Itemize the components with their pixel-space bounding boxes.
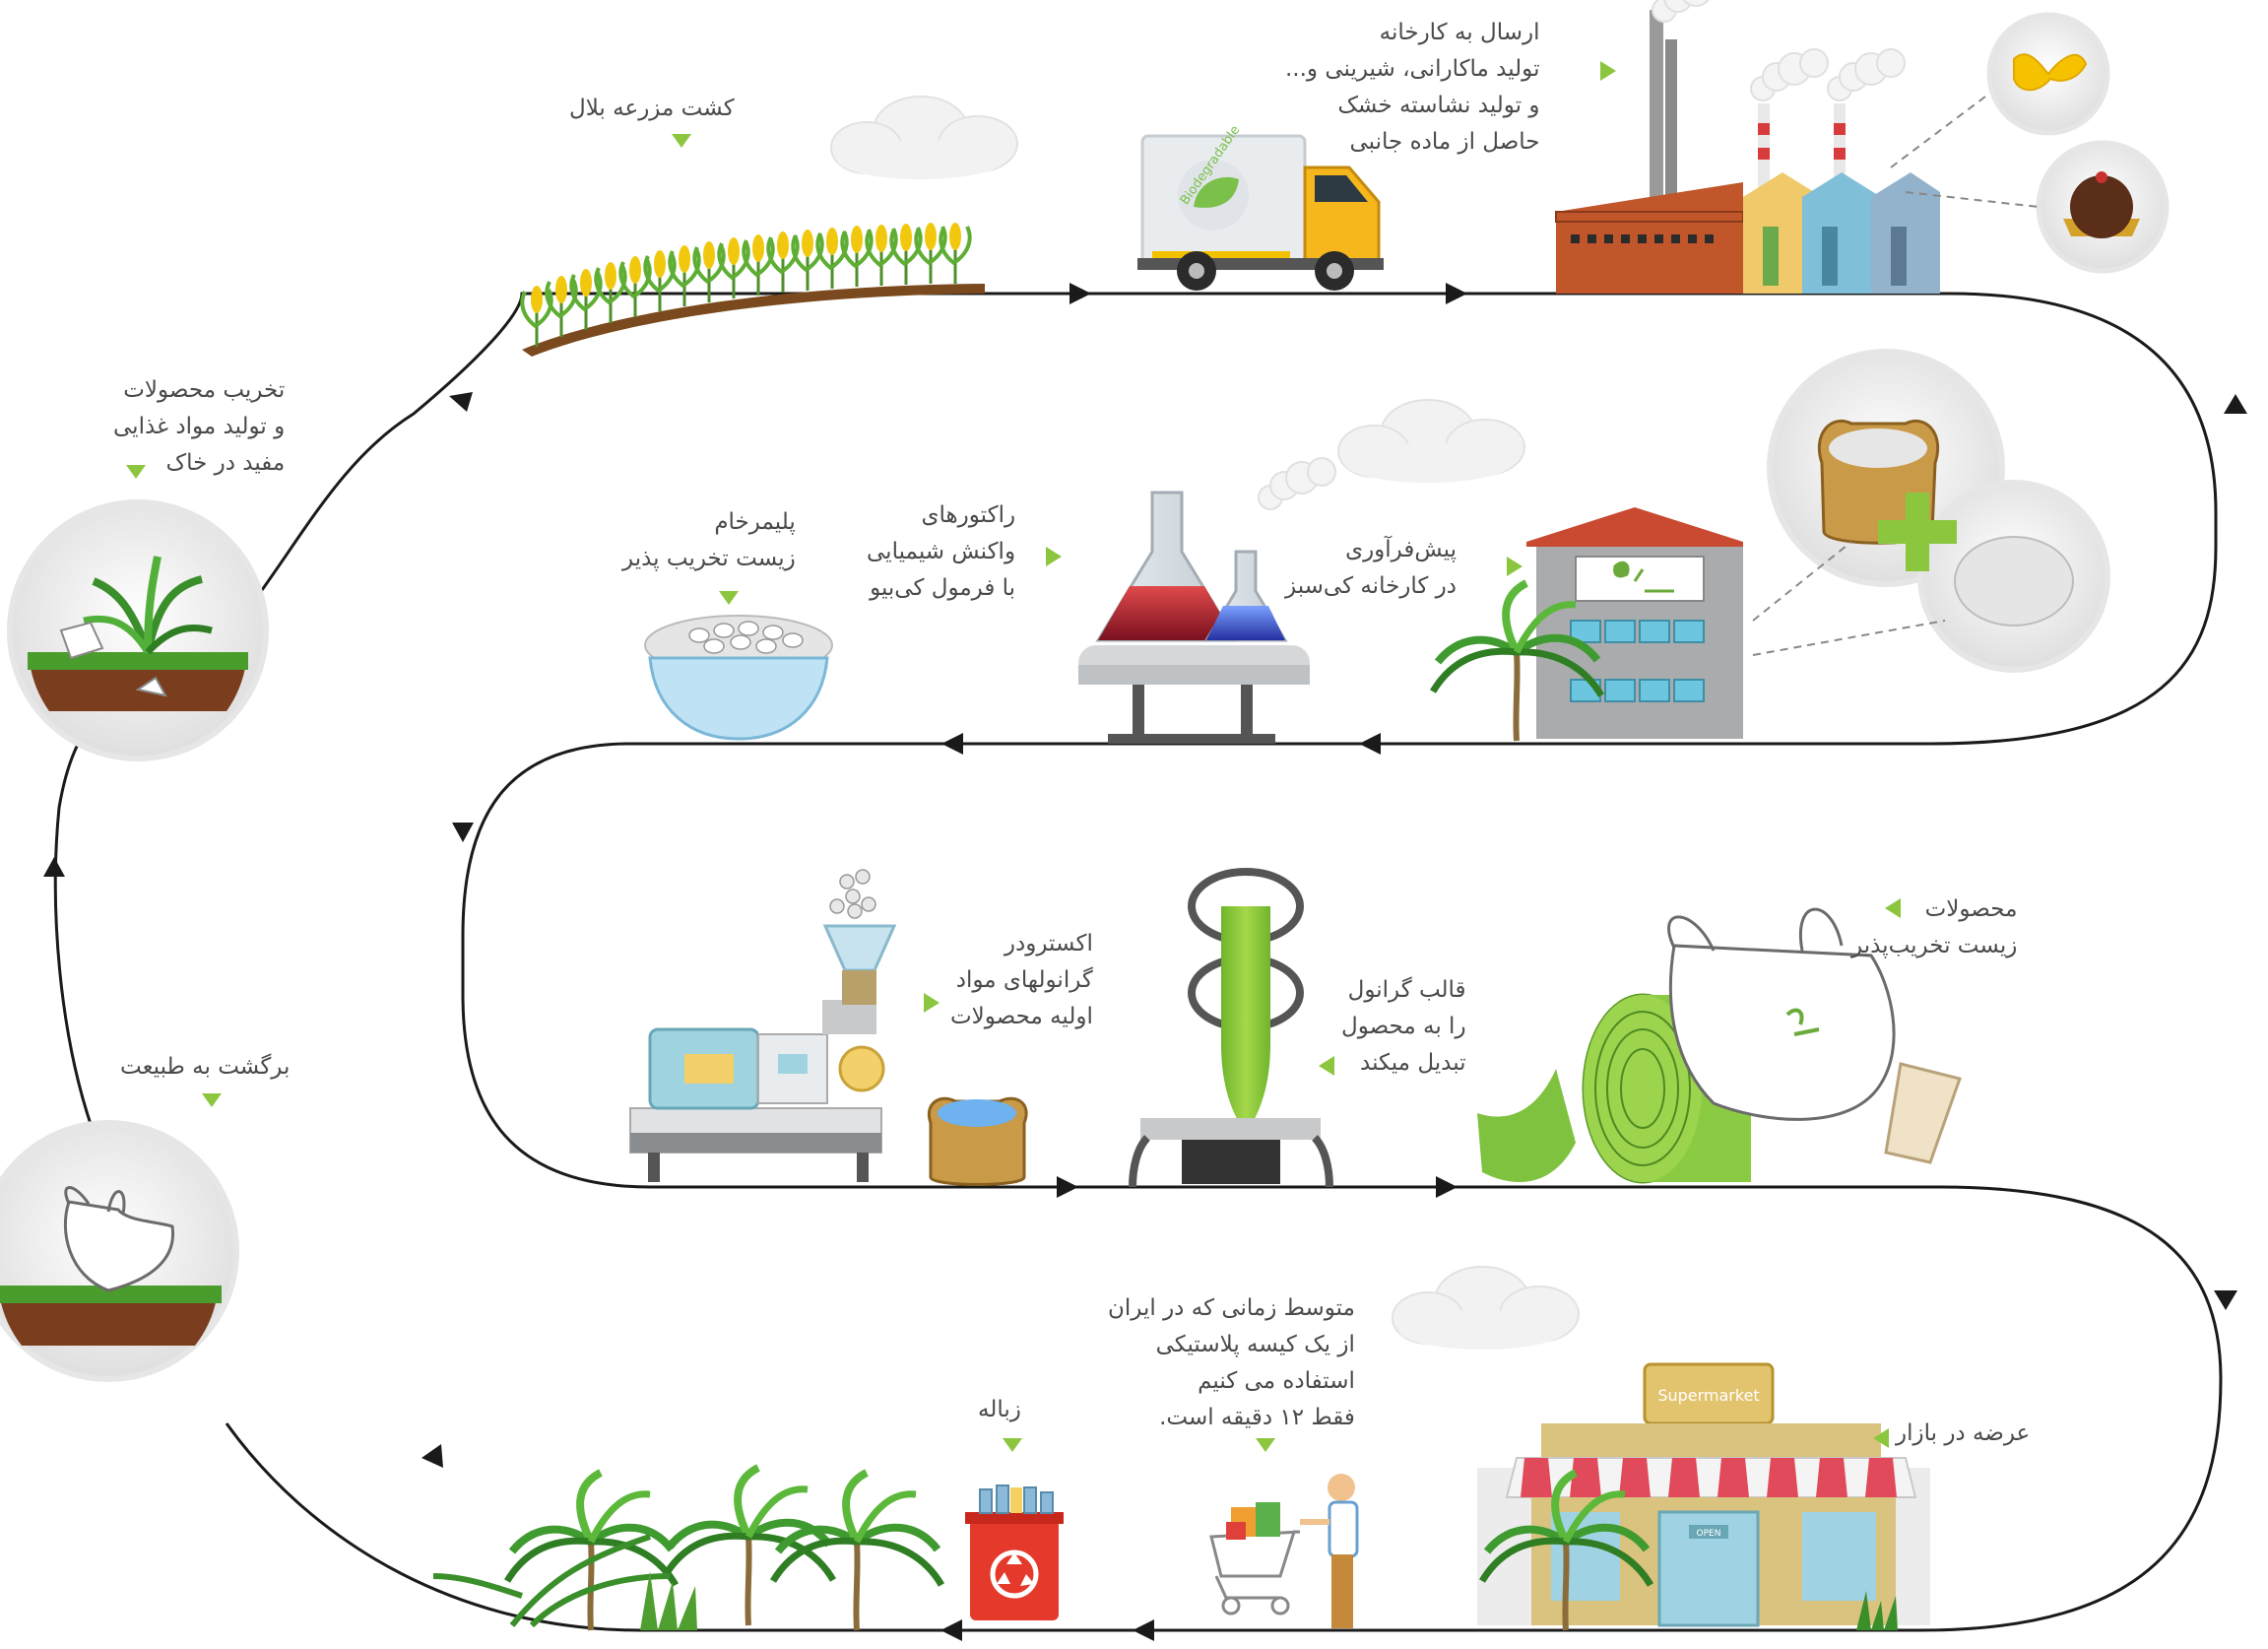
corn-field-icon xyxy=(520,221,985,357)
plants-icon xyxy=(432,1468,941,1630)
step-market-label: عرضه در بازار xyxy=(1896,1420,2031,1446)
connector-dashes xyxy=(1752,541,1946,656)
open-sign: OPEN xyxy=(1697,1529,1721,1539)
step-extruder-label: اکسترودر گرانولهای مواد اولیه محصولات xyxy=(950,931,1093,1029)
cookie-circle xyxy=(2036,140,2170,274)
step-mold-label: قالب گرانول را به محصول تبدیل میکند xyxy=(1341,977,1466,1076)
cookie-icon xyxy=(2063,171,2140,238)
cloud-icon xyxy=(1258,457,1336,510)
soil-circle-top xyxy=(7,499,269,761)
path-arrows xyxy=(43,283,2247,1641)
cloud-icon xyxy=(1337,399,1525,484)
cup-icon xyxy=(1884,1062,1962,1164)
bowl-icon xyxy=(644,615,833,741)
step-farm-label: کشت مزرعه بلال xyxy=(569,96,735,121)
step-polymer-label: پلیمرخام زیست تخریب پذیر xyxy=(622,509,796,571)
recycle-bin-icon xyxy=(965,1484,1064,1620)
torn-bag-icon xyxy=(59,621,167,697)
granule-sack-icon xyxy=(927,1096,1028,1186)
step-reactor-label: راکتورهای واکنش شیمیایی با فرمول کی‌بیو xyxy=(867,502,1016,601)
step-nature-label: برگشت به طبیعت xyxy=(120,1054,291,1080)
factory-icon xyxy=(1555,0,1940,294)
plant-icon xyxy=(83,556,213,655)
marker-triangles xyxy=(126,61,1901,1452)
kisabz-building-icon xyxy=(1433,507,1743,741)
granule-circle xyxy=(1917,480,2110,673)
shopper-icon xyxy=(1209,1474,1359,1628)
supermarket-sign: Supermarket xyxy=(1657,1386,1759,1405)
pasta-icon xyxy=(2013,53,2088,92)
step-factory-label: ارسال به کارخانه تولید ماکارانی، شیرینی … xyxy=(1285,20,1540,155)
pasta-circle xyxy=(1986,12,2110,136)
cart-icon xyxy=(1209,1530,1301,1616)
supermarket-icon: Supermarket OPEN xyxy=(1477,1362,1930,1627)
connector-dashes xyxy=(1890,93,2040,208)
extruder-icon xyxy=(629,869,897,1182)
bag-icon xyxy=(63,1186,175,1292)
step-products-label: محصولات زیست تخریب‌پذیر xyxy=(1851,896,2018,958)
step-pretreat-label: پیش‌فرآوری در کارخانه کی‌سبز xyxy=(1285,537,1458,599)
step-degrade-label: تخریب محصولات و تولید مواد غذایی مفید در… xyxy=(113,377,286,476)
grass-icon xyxy=(1856,1591,1898,1630)
step-usage-label: متوسط زمانی که در ایران از یک کیسه پلاست… xyxy=(1108,1295,1355,1430)
step-waste-label: زباله xyxy=(978,1397,1021,1422)
cloud-icon xyxy=(830,96,1018,180)
truck-icon: Biodegradable xyxy=(1137,123,1384,291)
plus-icon xyxy=(1878,493,1957,571)
soil-circle-bottom xyxy=(0,1120,239,1382)
flask-icon xyxy=(1078,491,1310,744)
mold-icon xyxy=(1129,868,1333,1188)
bag-icon xyxy=(1667,907,1896,1121)
cloud-icon xyxy=(1392,1266,1580,1351)
